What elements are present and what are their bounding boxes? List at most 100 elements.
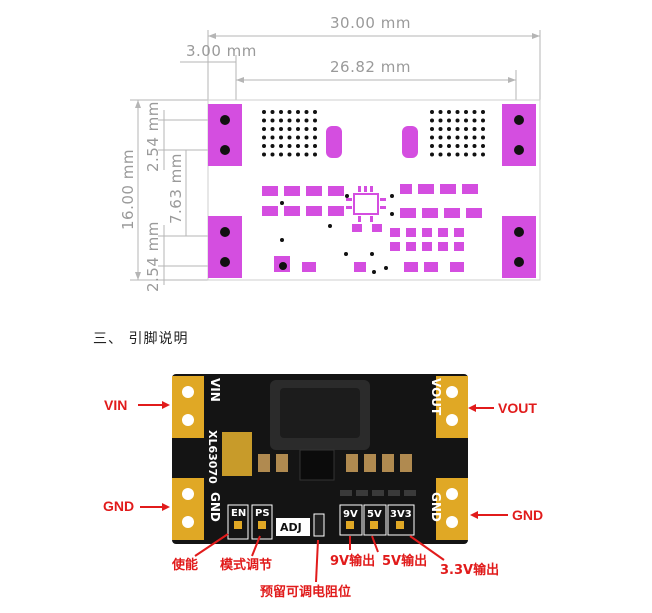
tantalum-capacitor	[222, 432, 252, 476]
callout-9v: 9V输出	[330, 553, 375, 569]
via-dot	[447, 127, 451, 131]
via-dot	[455, 152, 460, 157]
via-dot	[296, 152, 300, 157]
via-dot	[430, 118, 434, 123]
via-dot	[313, 110, 317, 114]
via-dot	[279, 118, 283, 123]
via-dot	[270, 127, 275, 131]
via-dot	[279, 144, 283, 148]
via-dot	[313, 135, 317, 140]
via-dot	[447, 144, 451, 148]
via-dot	[447, 118, 451, 123]
dimension-drawing: 30.00 mm 3.00 mm 26.82 mm 16.00 mm 2.54 …	[119, 14, 541, 292]
via-dot	[287, 135, 292, 140]
via-dot	[430, 152, 434, 157]
via-dot	[472, 127, 477, 131]
via-dot	[430, 110, 434, 114]
via-dot	[438, 118, 443, 123]
via-dot	[270, 135, 275, 140]
pcb-outline	[207, 99, 541, 281]
via-dot	[455, 118, 460, 123]
via-dot	[270, 152, 275, 157]
silk-ps: PS	[255, 508, 270, 519]
via-dot	[438, 152, 443, 157]
callout-adj: 预留可调电阻位	[260, 584, 351, 600]
via-dot	[270, 118, 275, 123]
via-dot	[481, 118, 485, 123]
corner-pads	[208, 104, 536, 278]
via-dot	[262, 152, 266, 157]
via-dot	[455, 127, 460, 131]
callout-3v3: 3.3V输出	[440, 562, 499, 578]
silk-5v: 5V	[367, 509, 382, 520]
via-dot	[455, 144, 460, 148]
silk-en: EN	[231, 508, 246, 519]
via-dot	[447, 135, 451, 140]
via-dot	[455, 110, 460, 114]
via-dot	[430, 135, 434, 140]
silk-9v: 9V	[343, 509, 358, 520]
via-dot	[438, 144, 443, 148]
via-dot	[313, 144, 317, 148]
via-dot	[430, 144, 434, 148]
via-dot	[481, 144, 485, 148]
via-dot	[279, 152, 283, 157]
via-dot	[304, 110, 309, 114]
via-dot	[279, 127, 283, 131]
callout-mode: 模式调节	[220, 557, 272, 573]
dim-mid: 7.63 mm	[167, 153, 185, 224]
via-dot	[296, 135, 300, 140]
silk-adj: ADJ	[280, 521, 302, 534]
dim-inner-width: 26.82 mm	[330, 58, 411, 76]
via-dot	[313, 127, 317, 131]
via-dot	[464, 152, 468, 157]
dim-offset: 3.00 mm	[186, 42, 257, 60]
via-dot	[481, 127, 485, 131]
via-dot	[464, 127, 468, 131]
silk-chip-name: XL63070	[206, 430, 219, 484]
via-dot	[472, 118, 477, 123]
via-dot	[296, 144, 300, 148]
via-dot	[472, 110, 477, 114]
silk-vin: VIN	[208, 378, 222, 402]
via-dot	[472, 135, 477, 140]
callout-gnd-right: GND	[512, 507, 543, 523]
via-dot	[464, 135, 468, 140]
via-dot	[438, 110, 443, 114]
via-dot	[279, 135, 283, 140]
via-dot	[304, 152, 309, 157]
dim-height: 16.00 mm	[119, 149, 137, 230]
via-dot	[287, 144, 292, 148]
via-dot	[313, 118, 317, 123]
dim-pitch-top: 2.54 mm	[144, 101, 162, 172]
via-dot	[481, 135, 485, 140]
via-dot	[304, 127, 309, 131]
small-vias	[279, 194, 394, 274]
callout-5v: 5V输出	[382, 553, 427, 569]
small-components	[258, 454, 412, 472]
callouts: VIN VOUT GND GND 使能 模式调节 预留可调电阻位 9V输出 5V…	[103, 397, 543, 600]
via-dot	[287, 118, 292, 123]
via-dot	[279, 110, 283, 114]
via-dot	[296, 110, 300, 114]
callout-vout: VOUT	[498, 400, 537, 416]
via-dot	[262, 110, 266, 114]
via-dot	[287, 110, 292, 114]
gold-terminals	[172, 376, 468, 540]
silk-vout: VOUT	[429, 378, 443, 416]
via-dot	[262, 135, 266, 140]
via-dot	[262, 127, 266, 131]
via-array	[262, 110, 485, 157]
via-dot	[304, 118, 309, 123]
dim-total-width: 30.00 mm	[330, 14, 411, 32]
via-dot	[304, 144, 309, 148]
oval-pad-right	[402, 126, 418, 158]
silk-gnd-left: GND	[208, 492, 222, 522]
via-dot	[472, 152, 477, 157]
via-dot	[464, 110, 468, 114]
via-dot	[481, 110, 485, 114]
via-dot	[313, 152, 317, 157]
via-dot	[472, 144, 477, 148]
via-dot	[296, 127, 300, 131]
